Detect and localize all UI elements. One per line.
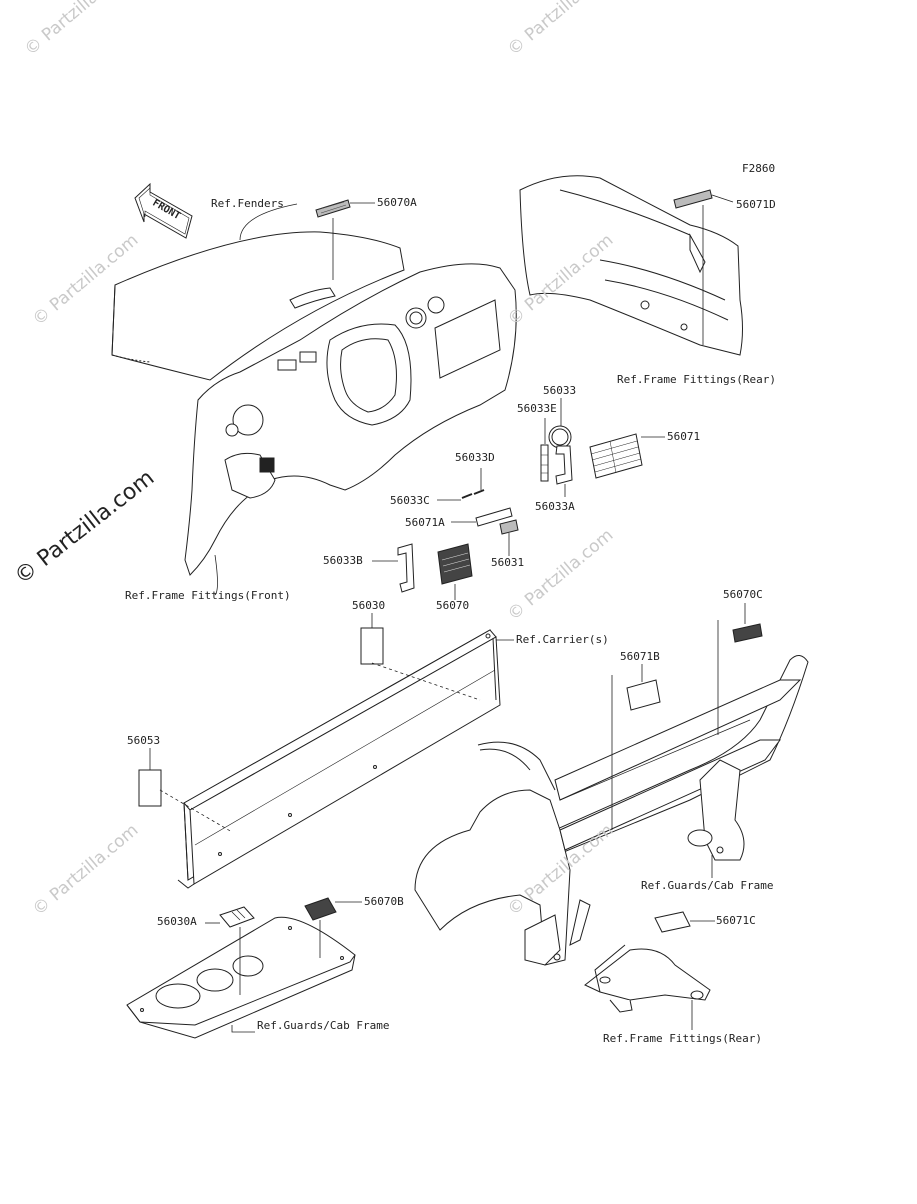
decal-56033A bbox=[555, 445, 573, 485]
part-56071B[interactable]: 56071B bbox=[620, 650, 660, 663]
decal-56070A bbox=[315, 199, 351, 218]
guard-plate bbox=[126, 916, 356, 1039]
part-56031[interactable]: 56031 bbox=[491, 556, 525, 569]
ref-frame-fittings-rear-top[interactable]: Ref.Frame Fittings(Rear) bbox=[617, 373, 776, 386]
part-56053[interactable]: 56053 bbox=[127, 734, 161, 747]
decal-56071B bbox=[626, 679, 661, 711]
leader-lines-mid bbox=[149, 613, 514, 833]
part-56070A[interactable]: 56070A bbox=[377, 196, 417, 209]
ref-frame-fittings-front[interactable]: Ref.Frame Fittings(Front) bbox=[125, 589, 291, 602]
ref-frame-fittings-rear-bottom[interactable]: Ref.Frame Fittings(Rear) bbox=[603, 1032, 762, 1045]
part-56033B[interactable]: 56033B bbox=[323, 554, 363, 567]
leader-lines-bottom bbox=[205, 901, 362, 1033]
decal-56070C bbox=[732, 623, 763, 643]
cab-frame bbox=[414, 655, 809, 966]
frame-fitting bbox=[584, 944, 711, 1013]
decal-56030 bbox=[360, 627, 384, 665]
dashboard-cover bbox=[184, 263, 517, 576]
decal-56033 bbox=[548, 425, 572, 449]
decal-56033B bbox=[397, 543, 415, 593]
part-56071A[interactable]: 56071A bbox=[405, 516, 445, 529]
figure-code: F2860 bbox=[742, 162, 776, 175]
part-56070C[interactable]: 56070C bbox=[723, 588, 763, 601]
part-56070[interactable]: 56070 bbox=[436, 599, 470, 612]
decal-56031 bbox=[499, 519, 519, 535]
part-56070B[interactable]: 56070B bbox=[364, 895, 404, 908]
part-56033D[interactable]: 56033D bbox=[455, 451, 495, 464]
part-56071[interactable]: 56071 bbox=[667, 430, 701, 443]
ref-carriers[interactable]: Ref.Carrier(s) bbox=[516, 633, 609, 646]
rear-panel bbox=[519, 175, 743, 356]
decal-56030A bbox=[219, 906, 255, 928]
carrier-panel bbox=[177, 629, 501, 889]
part-56071D[interactable]: 56071D bbox=[736, 198, 776, 211]
decal-56071D bbox=[673, 189, 713, 209]
part-56033E[interactable]: 56033E bbox=[517, 402, 557, 415]
part-56033A[interactable]: 56033A bbox=[535, 500, 575, 513]
part-56071C[interactable]: 56071C bbox=[716, 914, 756, 927]
ref-guards-cab-frame-right[interactable]: Ref.Guards/Cab Frame bbox=[641, 879, 774, 892]
part-56030A[interactable]: 56030A bbox=[157, 915, 197, 928]
ref-fenders[interactable]: Ref.Fenders bbox=[211, 197, 284, 210]
decal-56033D bbox=[473, 489, 485, 495]
decal-56071C bbox=[654, 911, 691, 933]
decal-56071A bbox=[475, 507, 513, 527]
leader-lines-top bbox=[214, 194, 734, 600]
decal-56070B bbox=[304, 897, 337, 921]
decal-56033C bbox=[461, 493, 473, 499]
decal-56053 bbox=[138, 769, 162, 807]
ref-guards-cab-frame-bottom[interactable]: Ref.Guards/Cab Frame bbox=[257, 1019, 390, 1032]
decal-56070 bbox=[437, 543, 473, 585]
part-56030[interactable]: 56030 bbox=[352, 599, 386, 612]
part-56033C[interactable]: 56033C bbox=[390, 494, 430, 507]
decal-56071 bbox=[589, 433, 643, 479]
leader-lines-right bbox=[611, 603, 746, 878]
decal-56033E bbox=[540, 444, 549, 482]
fender-panel bbox=[111, 231, 405, 381]
part-56033[interactable]: 56033 bbox=[543, 384, 577, 397]
leader-lines-bottom-right bbox=[690, 920, 715, 1030]
front-arrow-icon: FRONT bbox=[134, 182, 193, 239]
